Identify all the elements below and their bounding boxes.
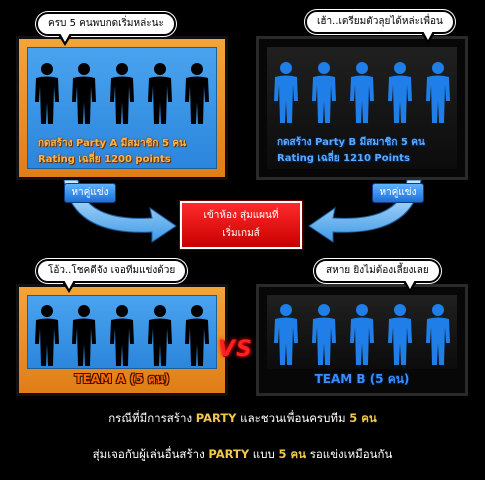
find-match-button-b[interactable]: หาคู่แข่ง (372, 183, 424, 203)
person-silhouette-icon (146, 62, 174, 126)
team-a-bubble-text: โอ้ว..โชคดีจัง เจอทีมแข่งด้วย (48, 265, 176, 276)
person-silhouette-icon (146, 304, 174, 368)
find-match-label: หาคู่แข่ง (379, 187, 417, 198)
team-b-members (267, 303, 457, 367)
person-silhouette-icon (424, 61, 452, 125)
bubble-tail (402, 280, 417, 293)
caption-highlight: 5 คน (349, 411, 377, 425)
caption-highlight: 5 คน (278, 447, 307, 461)
person-silhouette-icon (348, 61, 376, 125)
caption-text: รอแข่งเหมือนกัน (306, 447, 393, 461)
person-silhouette-icon (424, 303, 452, 367)
bubble-tail (58, 33, 72, 46)
person-silhouette-icon (33, 304, 61, 368)
person-silhouette-icon (310, 61, 338, 125)
person-silhouette-icon (272, 303, 300, 367)
find-match-label: หาคู่แข่ง (71, 187, 109, 198)
caption-line-1: กรณีที่มีการสร้าง PARTY และชวนเพื่อนครบท… (0, 410, 485, 428)
person-silhouette-icon (33, 62, 61, 126)
caption-text: แบบ (249, 447, 279, 461)
curved-arrow-icon (63, 179, 177, 243)
party-b-line2: Rating เฉลี่ย 1210 Points (277, 153, 410, 164)
caption-text: สุ่มเจอกับผู้เล่นอื่นสร้าง (92, 447, 209, 461)
bubble-tail (420, 31, 435, 44)
team-b-bubble-text: สหาย ยิงไม่ต้องเลี้ยงเลย (326, 265, 429, 276)
person-silhouette-icon (70, 62, 98, 126)
party-a-members (28, 62, 216, 126)
team-b-speech-bubble: สหาย ยิงไม่ต้องเลี้ยงเลย (314, 259, 441, 293)
find-match-button-a[interactable]: หาคู่แข่ง (64, 183, 116, 203)
person-silhouette-icon (108, 62, 136, 126)
party-a-line2: Rating เฉลี่ย 1200 points (38, 154, 171, 165)
team-b-label: TEAM B (5 คน) (314, 372, 410, 386)
party-b-speech-bubble: เฮ้า..เตรียมตัวลุยได้หล่ะเพื่อน (305, 10, 455, 44)
enter-room-line2: เริ่มเกมส์ (222, 228, 260, 239)
enter-room-line1: เข้าห้อง สุ่มแผนที่ (203, 210, 279, 221)
person-silhouette-icon (183, 304, 211, 368)
caption-text: กรณีที่มีการสร้าง (108, 411, 196, 425)
team-a-speech-bubble: โอ้ว..โชคดีจัง เจอทีมแข่งด้วย (36, 259, 188, 293)
caption-highlight: PARTY (208, 447, 250, 461)
person-silhouette-icon (348, 303, 376, 367)
party-a-bubble-text: ครบ 5 คนพบกดเริ่มหล่ะนะ (48, 18, 164, 29)
enter-room-box: เข้าห้อง สุ่มแผนที่ เริ่มเกมส์ (180, 201, 302, 249)
person-silhouette-icon (310, 303, 338, 367)
party-b-line1: กดสร้าง Party B มีสมาชิก 5 คน (277, 137, 425, 148)
team-a-members (28, 304, 216, 368)
party-b-info: กดสร้าง Party B มีสมาชิก 5 คน Rating เฉล… (277, 135, 425, 167)
party-a-inner: กดสร้าง Party A มีสมาชิก 5 คน Rating เฉล… (27, 47, 217, 169)
vs-label: VS (218, 337, 253, 362)
team-b-panel: TEAM B (5 คน) (256, 284, 468, 396)
curved-arrow-icon (308, 179, 422, 243)
person-silhouette-icon (386, 61, 414, 125)
person-silhouette-icon (70, 304, 98, 368)
person-silhouette-icon (108, 304, 136, 368)
party-b-members (267, 61, 457, 125)
team-b-inner (267, 295, 457, 369)
person-silhouette-icon (272, 61, 300, 125)
party-a-info: กดสร้าง Party A มีสมาชิก 5 คน Rating เฉล… (38, 136, 186, 168)
person-silhouette-icon (183, 62, 211, 126)
caption-line-2: สุ่มเจอกับผู้เล่นอื่นสร้าง PARTY แบบ 5 ค… (0, 446, 485, 464)
caption-highlight: PARTY (195, 411, 237, 425)
party-a-line1: กดสร้าง Party A มีสมาชิก 5 คน (38, 138, 186, 149)
caption-text: และชวนเพื่อนครบทีม (236, 411, 350, 425)
team-a-label: TEAM A (5 คน) (74, 372, 170, 386)
party-b-inner: กดสร้าง Party B มีสมาชิก 5 คน Rating เฉล… (267, 47, 457, 169)
team-a-panel: TEAM A (5 คน) (16, 284, 228, 396)
party-b-bubble-text: เฮ้า..เตรียมตัวลุยได้หล่ะเพื่อน (317, 16, 443, 27)
bubble-tail (62, 280, 76, 293)
party-a-speech-bubble: ครบ 5 คนพบกดเริ่มหล่ะนะ (36, 12, 176, 46)
person-silhouette-icon (386, 303, 414, 367)
party-a-panel: กดสร้าง Party A มีสมาชิก 5 คน Rating เฉล… (16, 36, 228, 180)
party-b-panel: กดสร้าง Party B มีสมาชิก 5 คน Rating เฉล… (256, 36, 468, 180)
team-a-inner (27, 295, 217, 369)
